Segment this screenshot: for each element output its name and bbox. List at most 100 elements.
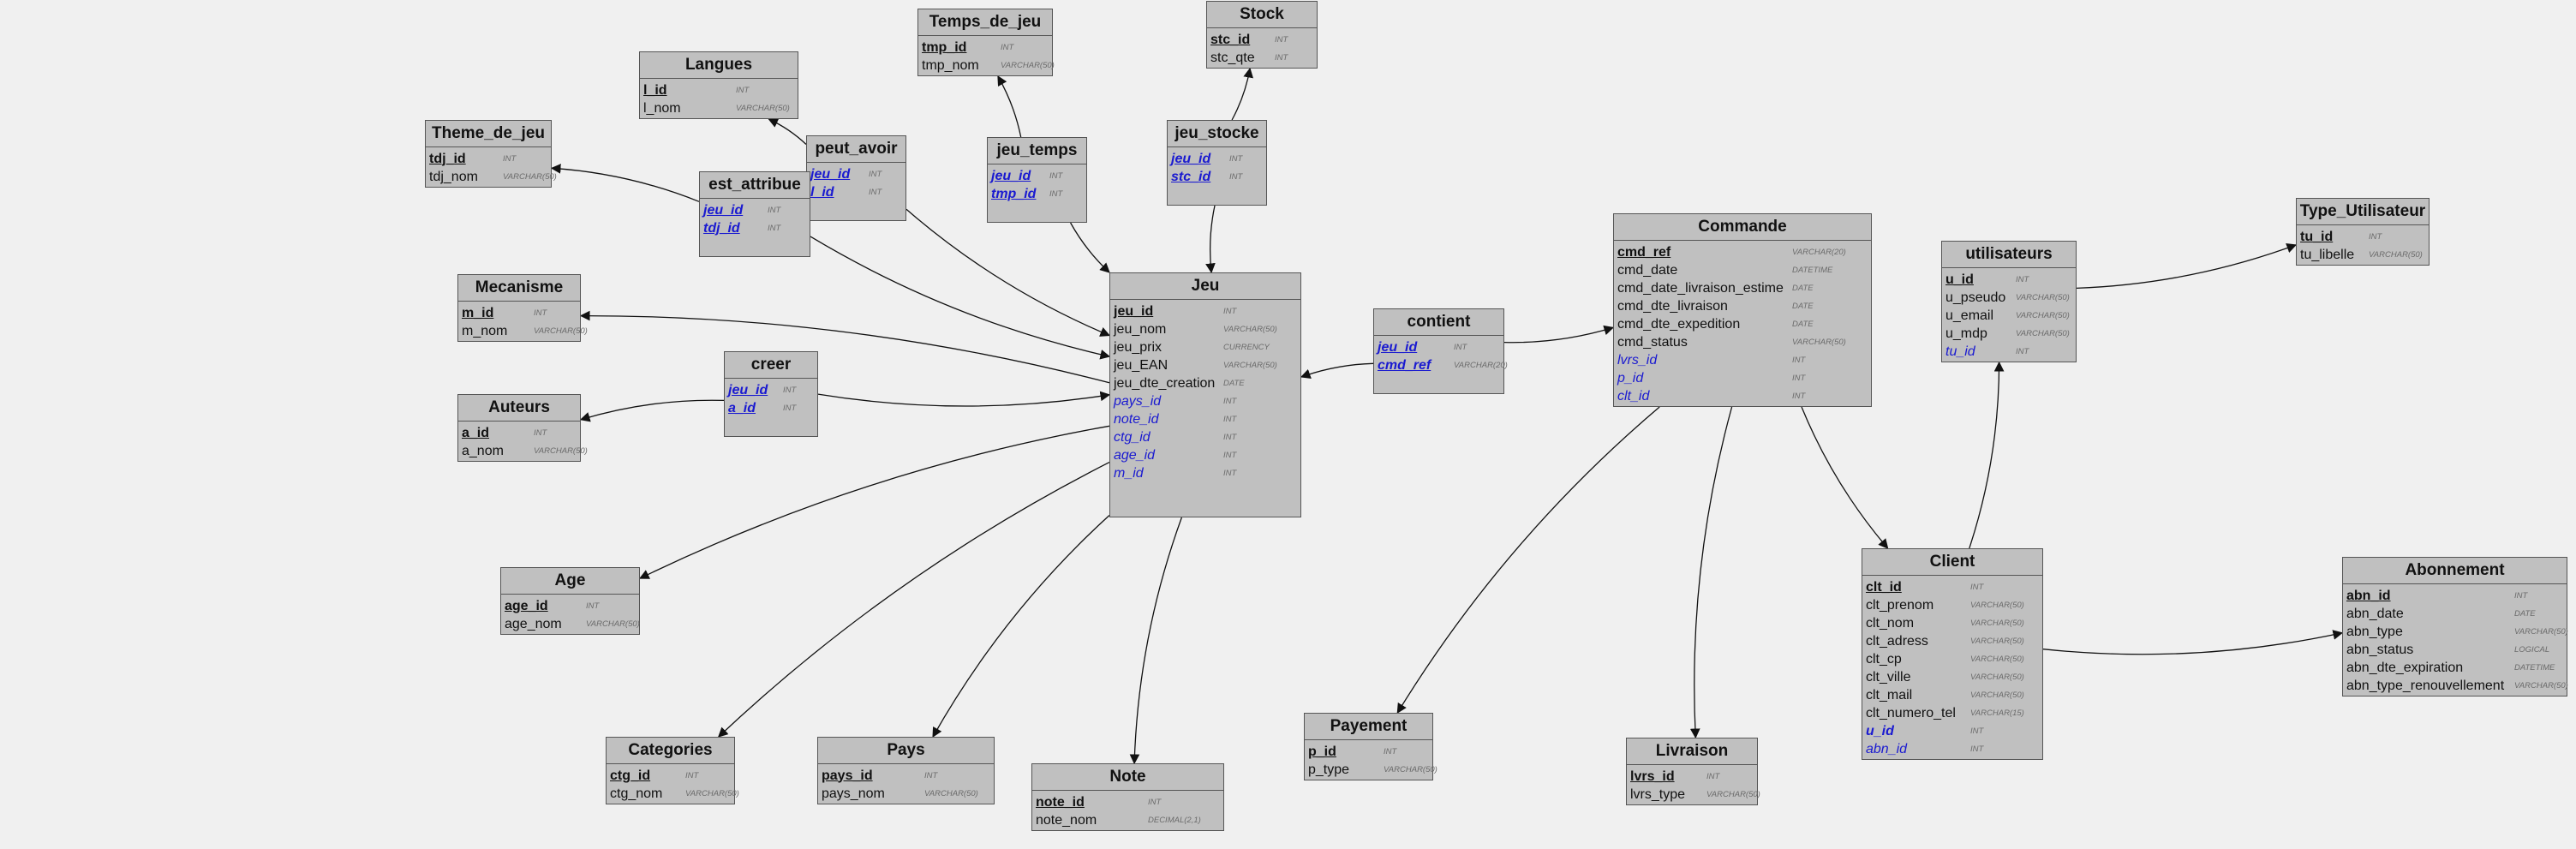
- field-row[interactable]: m_idINT: [462, 304, 577, 322]
- table-livraison[interactable]: Livraisonlvrs_idINTlvrs_typeVARCHAR(50): [1626, 738, 1760, 805]
- field-row[interactable]: jeu_idINT: [1171, 150, 1263, 168]
- field-row[interactable]: jeu_idINT: [703, 201, 806, 219]
- table-pays[interactable]: Payspays_idINTpays_nomVARCHAR(50): [817, 737, 995, 804]
- field-row[interactable]: ctg_nomVARCHAR(50): [610, 785, 739, 803]
- field-row[interactable]: tu_libelleVARCHAR(50): [2300, 246, 2425, 264]
- field-row[interactable]: jeu_idINT: [1114, 302, 1297, 320]
- field-row[interactable]: note_idINT: [1114, 410, 1297, 428]
- field-row[interactable]: abn_statusLOGICAL: [2346, 641, 2563, 659]
- field-row[interactable]: p_idINT: [1617, 369, 1868, 387]
- field-row[interactable]: clt_idINT: [1617, 387, 1868, 405]
- field-row[interactable]: abn_dateDATE: [2346, 605, 2563, 623]
- field-row[interactable]: pays_idINT: [822, 767, 990, 785]
- field-row[interactable]: tdj_idINT: [429, 150, 547, 168]
- field-row[interactable]: clt_cpVARCHAR(50): [1866, 650, 2039, 668]
- field-row[interactable]: cmd_dateDATETIME: [1617, 261, 1868, 279]
- table-jeu[interactable]: Jeujeu_idINTjeu_nomVARCHAR(50)jeu_prixCU…: [1109, 272, 1301, 517]
- field-row[interactable]: u_mdpVARCHAR(50): [1945, 325, 2072, 343]
- table-peut-avoir[interactable]: peut_avoirjeu_idINTl_idINT: [806, 135, 906, 221]
- field-row[interactable]: stc_qteINT: [1210, 49, 1313, 67]
- field-row[interactable]: cmd_date_livraison_estimeDATE: [1617, 279, 1868, 297]
- field-row[interactable]: l_nomVARCHAR(50): [643, 99, 794, 117]
- field-row[interactable]: p_idINT: [1308, 743, 1429, 761]
- field-row[interactable]: cmd_dte_expeditionDATE: [1617, 315, 1868, 333]
- field-row[interactable]: jeu_idINT: [1378, 338, 1500, 356]
- field-row[interactable]: abn_idINT: [1866, 740, 2039, 758]
- field-row[interactable]: age_idINT: [1114, 446, 1297, 464]
- table-abonnement[interactable]: Abonnementabn_idINTabn_dateDATEabn_typeV…: [2342, 557, 2568, 697]
- field-row[interactable]: ctg_idINT: [1114, 428, 1297, 446]
- field-row[interactable]: cmd_refVARCHAR(20): [1378, 356, 1508, 374]
- field-row[interactable]: jeu_idINT: [728, 381, 814, 399]
- field-row[interactable]: jeu_prixCURRENCY: [1114, 338, 1297, 356]
- field-row[interactable]: age_idINT: [505, 597, 636, 615]
- field-row[interactable]: clt_idINT: [1866, 578, 2039, 596]
- table-creer[interactable]: creerjeu_idINTa_idINT: [724, 351, 818, 437]
- field-row[interactable]: tdj_idINT: [703, 219, 806, 237]
- table-temps-de-jeu[interactable]: Temps_de_jeutmp_idINTtmp_nomVARCHAR(50): [917, 9, 1055, 76]
- table-theme-de-jeu[interactable]: Theme_de_jeutdj_idINTtdj_nomVARCHAR(50): [425, 120, 557, 188]
- field-row[interactable]: jeu_dte_creationDATE: [1114, 374, 1297, 392]
- field-row[interactable]: jeu_idINT: [810, 165, 902, 183]
- table-client[interactable]: Clientclt_idINTclt_prenomVARCHAR(50)clt_…: [1862, 548, 2043, 760]
- field-row[interactable]: tmp_nomVARCHAR(50): [922, 57, 1055, 75]
- field-row[interactable]: clt_villeVARCHAR(50): [1866, 668, 2039, 686]
- table-jeu-temps[interactable]: jeu_tempsjeu_idINTtmp_idINT: [987, 137, 1087, 223]
- field-row[interactable]: tmp_idINT: [991, 185, 1083, 203]
- table-est-attribue[interactable]: est_attribuejeu_idINTtdj_idINT: [699, 171, 810, 257]
- field-row[interactable]: m_nomVARCHAR(50): [462, 322, 588, 340]
- table-utilisateurs[interactable]: utilisateursu_idINTu_pseudoVARCHAR(50)u_…: [1941, 241, 2077, 362]
- field-row[interactable]: pays_nomVARCHAR(50): [822, 785, 990, 803]
- field-row[interactable]: tu_idINT: [2300, 228, 2425, 246]
- field-row[interactable]: clt_nomVARCHAR(50): [1866, 614, 2039, 632]
- field-row[interactable]: jeu_idINT: [991, 167, 1083, 185]
- field-row[interactable]: clt_mailVARCHAR(50): [1866, 686, 2039, 704]
- table-payement[interactable]: Payementp_idINTp_typeVARCHAR(50): [1304, 713, 1437, 780]
- field-row[interactable]: a_idINT: [728, 399, 814, 417]
- table-commande[interactable]: Commandecmd_refVARCHAR(20)cmd_dateDATETI…: [1613, 213, 1872, 407]
- table-jeu-stocke[interactable]: jeu_stockejeu_idINTstc_idINT: [1167, 120, 1267, 206]
- field-row[interactable]: age_nomVARCHAR(50): [505, 615, 640, 633]
- field-row[interactable]: jeu_EANVARCHAR(50): [1114, 356, 1297, 374]
- field-row[interactable]: note_nomDECIMAL(2,1): [1036, 811, 1220, 829]
- field-row[interactable]: tdj_nomVARCHAR(50): [429, 168, 557, 186]
- field-row[interactable]: u_pseudoVARCHAR(50): [1945, 289, 2072, 307]
- field-row[interactable]: abn_typeVARCHAR(50): [2346, 623, 2568, 641]
- field-row[interactable]: cmd_statusVARCHAR(50): [1617, 333, 1868, 351]
- field-row[interactable]: lvrs_idINT: [1630, 768, 1754, 786]
- field-row[interactable]: cmd_dte_livraisonDATE: [1617, 297, 1868, 315]
- table-mecanisme[interactable]: Mecanismem_idINTm_nomVARCHAR(50): [457, 274, 588, 342]
- field-row[interactable]: tu_idINT: [1945, 343, 2072, 361]
- field-row[interactable]: u_idINT: [1945, 271, 2072, 289]
- field-row[interactable]: u_idINT: [1866, 722, 2039, 740]
- field-row[interactable]: pays_idINT: [1114, 392, 1297, 410]
- table-contient[interactable]: contientjeu_idINTcmd_refVARCHAR(20): [1373, 308, 1508, 394]
- field-row[interactable]: abn_idINT: [2346, 587, 2563, 605]
- field-row[interactable]: m_idINT: [1114, 464, 1297, 482]
- table-auteurs[interactable]: Auteursa_idINTa_nomVARCHAR(50): [457, 394, 588, 462]
- field-row[interactable]: note_idINT: [1036, 793, 1220, 811]
- field-row[interactable]: abn_type_renouvellementVARCHAR(50): [2346, 677, 2568, 695]
- field-row[interactable]: lvrs_idINT: [1617, 351, 1868, 369]
- field-row[interactable]: a_idINT: [462, 424, 577, 442]
- field-row[interactable]: lvrs_typeVARCHAR(50): [1630, 786, 1760, 804]
- field-row[interactable]: clt_numero_telVARCHAR(15): [1866, 704, 2039, 722]
- field-row[interactable]: ctg_idINT: [610, 767, 731, 785]
- field-row[interactable]: l_idINT: [810, 183, 902, 201]
- table-stock[interactable]: Stockstc_idINTstc_qteINT: [1206, 1, 1318, 69]
- table-age[interactable]: Ageage_idINTage_nomVARCHAR(50): [500, 567, 640, 635]
- field-row[interactable]: stc_idINT: [1171, 168, 1263, 186]
- field-row[interactable]: a_nomVARCHAR(50): [462, 442, 588, 460]
- field-row[interactable]: l_idINT: [643, 81, 794, 99]
- field-row[interactable]: u_emailVARCHAR(50): [1945, 307, 2072, 325]
- field-row[interactable]: cmd_refVARCHAR(20): [1617, 243, 1868, 261]
- field-row[interactable]: clt_prenomVARCHAR(50): [1866, 596, 2039, 614]
- table-categories[interactable]: Categoriesctg_idINTctg_nomVARCHAR(50): [606, 737, 739, 804]
- field-row[interactable]: clt_adressVARCHAR(50): [1866, 632, 2039, 650]
- table-type-utilisateur[interactable]: Type_Utilisateurtu_idINTtu_libelleVARCHA…: [2296, 198, 2430, 266]
- field-row[interactable]: stc_idINT: [1210, 31, 1313, 49]
- field-row[interactable]: tmp_idINT: [922, 39, 1049, 57]
- field-row[interactable]: p_typeVARCHAR(50): [1308, 761, 1437, 779]
- field-row[interactable]: abn_dte_expirationDATETIME: [2346, 659, 2563, 677]
- field-row[interactable]: jeu_nomVARCHAR(50): [1114, 320, 1297, 338]
